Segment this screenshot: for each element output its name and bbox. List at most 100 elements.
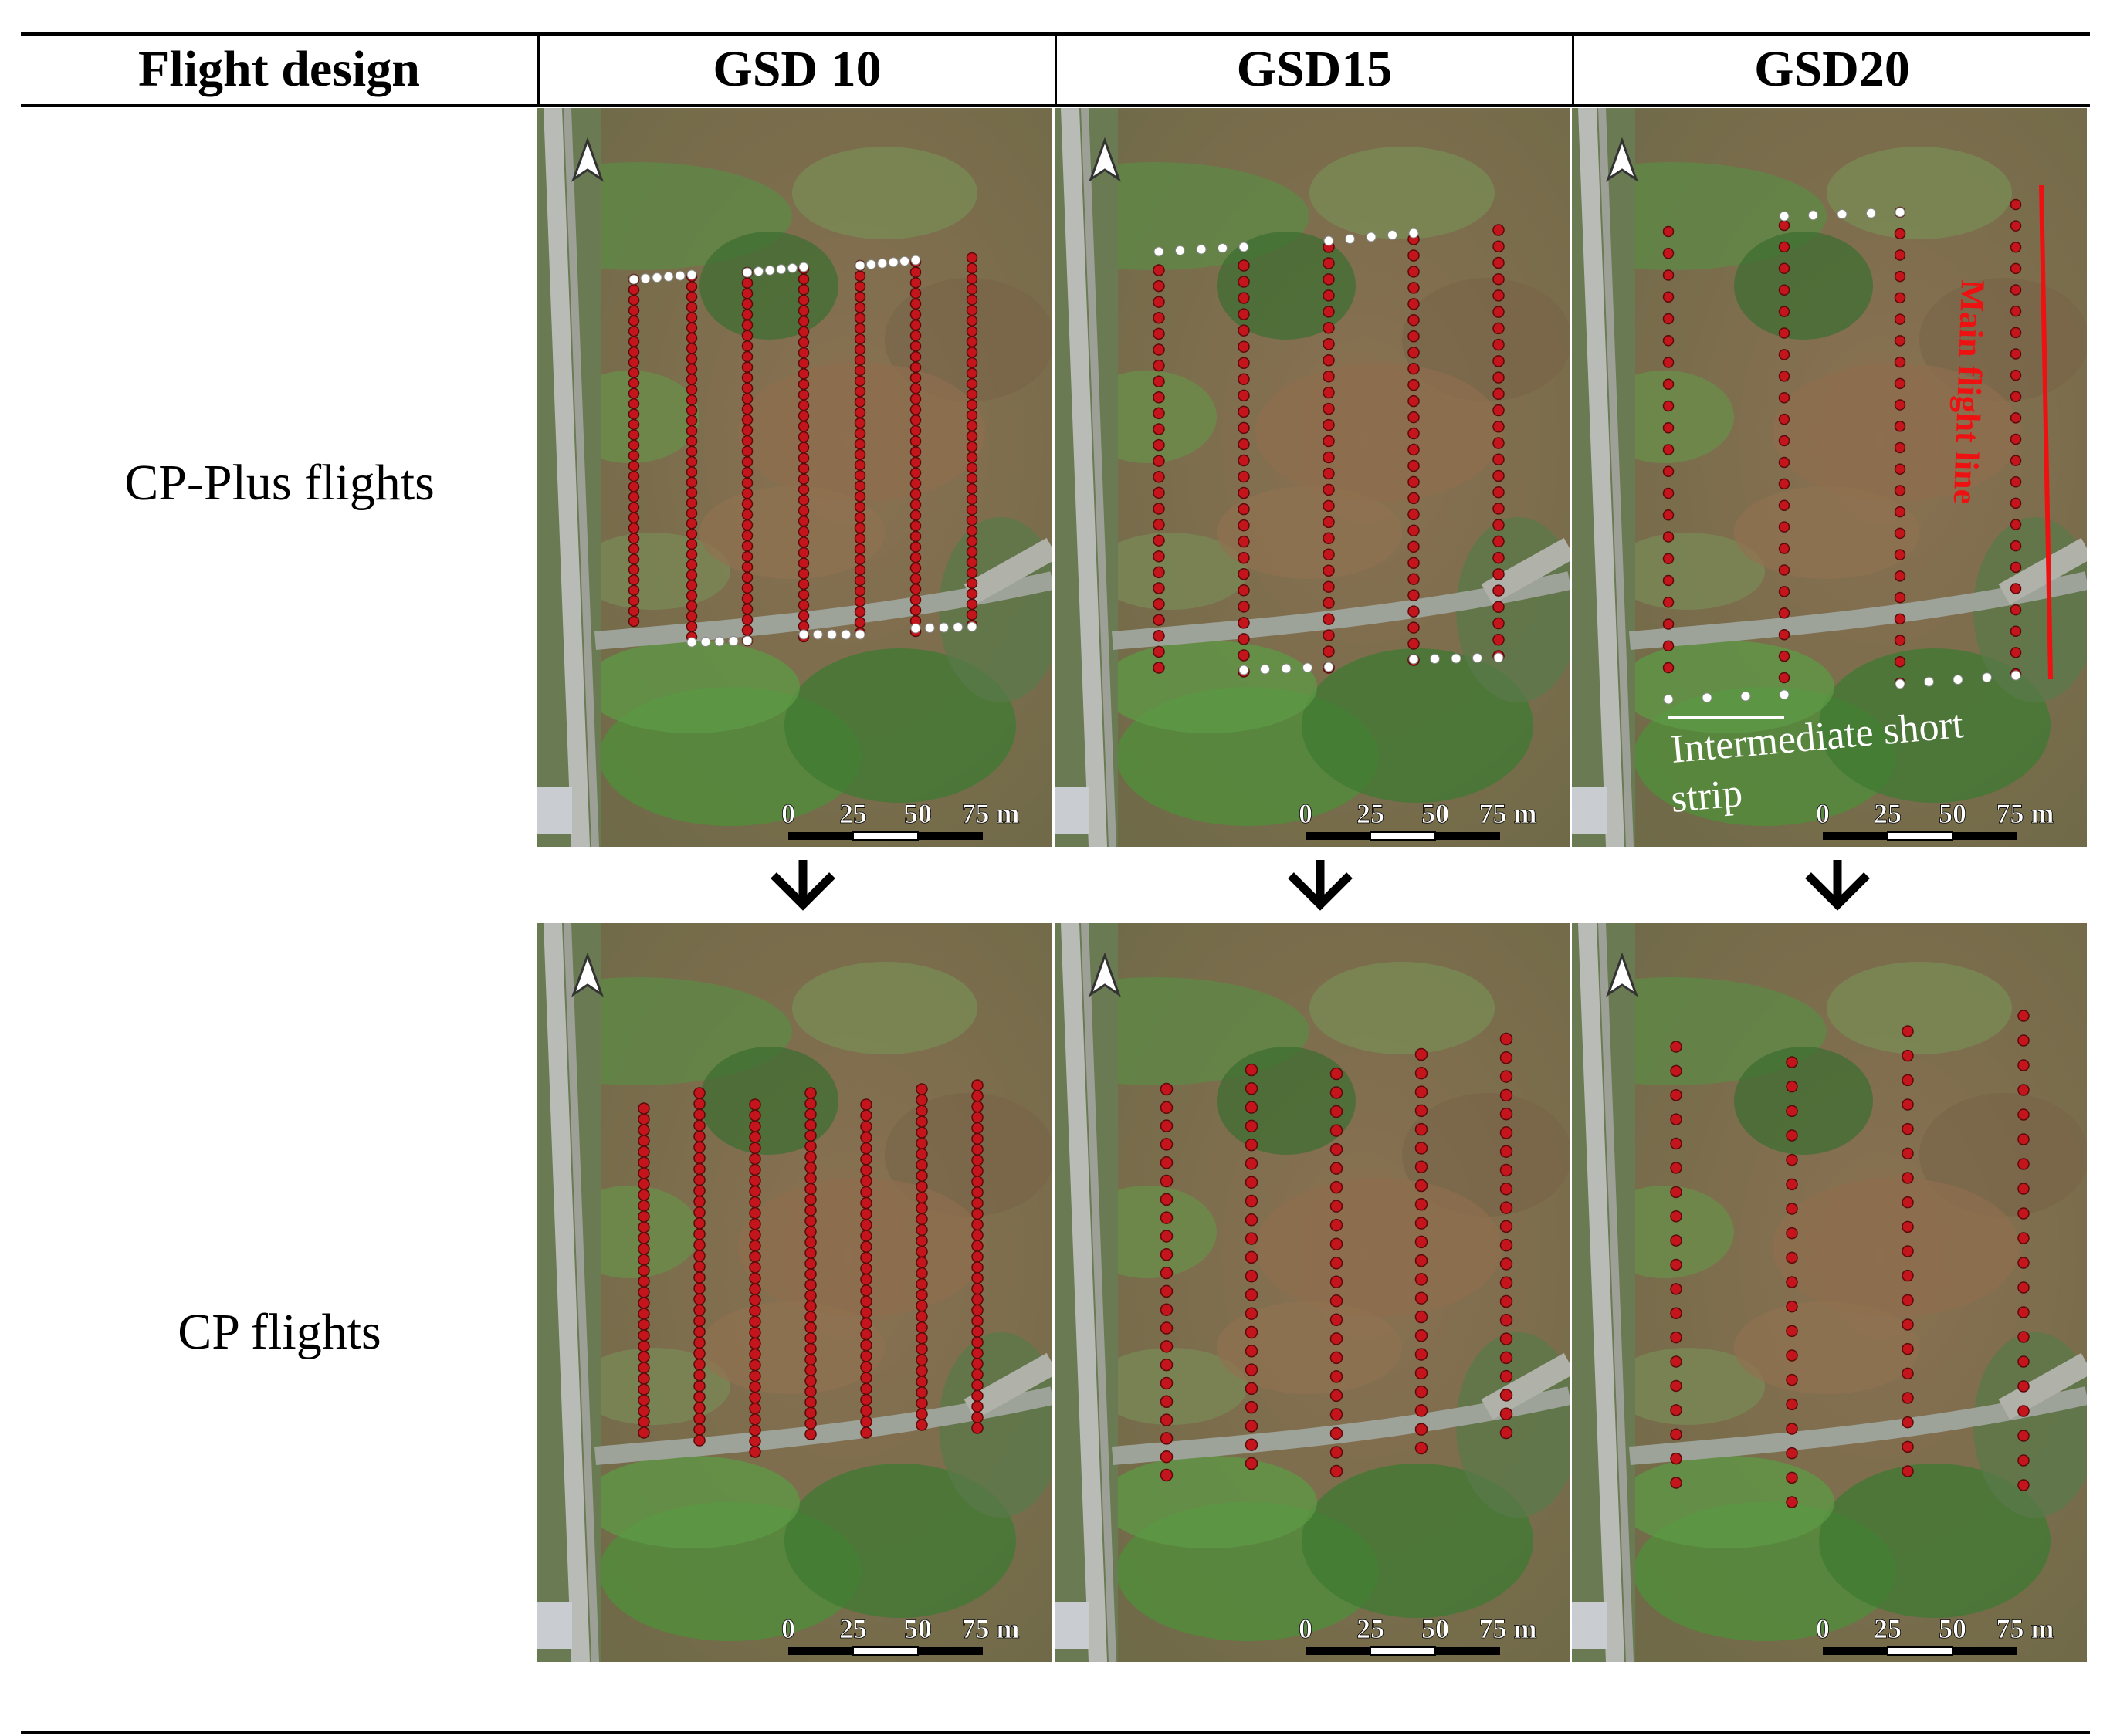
turn-point [1702,692,1712,703]
waypoint [1153,423,1165,435]
waypoint [1786,1203,1798,1215]
waypoint [971,1143,984,1156]
waypoint [1238,519,1250,532]
waypoint [1160,1082,1174,1096]
waypoint [1160,1248,1174,1261]
vegetation-patch [1734,1301,1919,1394]
waypoint [1894,485,1906,496]
waypoint [2017,1034,2030,1047]
waypoint [1329,1389,1343,1403]
waypoint [749,1283,761,1295]
waypoint [909,456,922,469]
north-arrow-icon [571,137,604,182]
waypoint [1670,1162,1682,1174]
waypoint [971,1304,984,1317]
waypoint [1786,1251,1798,1264]
waypoint [749,1305,761,1317]
waypoint [1407,346,1420,359]
waypoint [1329,1351,1343,1365]
waypoint [966,587,978,600]
waypoint [966,535,978,547]
waypoint [909,604,922,616]
turn-point [1218,243,1228,253]
waypoint [1492,503,1505,515]
waypoint [749,1217,761,1230]
waypoint [1499,1126,1513,1139]
waypoint [966,325,978,337]
waypoint [798,326,810,338]
turn-point [1472,653,1482,663]
waypoint [628,605,640,617]
waypoint [798,431,810,443]
waypoint [804,1428,817,1440]
vegetation-patch [792,962,977,1054]
waypoint [804,1193,817,1206]
waypoint [804,1118,817,1132]
waypoint [1153,279,1165,293]
vegetation-patch [1217,1301,1402,1394]
waypoint [909,488,922,500]
waypoint [804,1151,817,1163]
scalebar-segment [788,1647,853,1655]
waypoint [1492,338,1505,351]
waypoint [1778,499,1790,512]
waypoint [1329,1426,1343,1440]
scalebar-segment [852,1646,919,1656]
scalebar-label: 25 [1874,798,1902,829]
waypoint [1160,1101,1174,1115]
waypoint [909,499,922,511]
waypoint [1786,1227,1798,1240]
waypoint [854,364,866,377]
scalebar-segment [1887,831,1953,841]
waypoint [1153,407,1165,420]
waypoint [1902,1147,1914,1160]
waypoint [1153,296,1165,308]
vegetation-patch [1302,648,1533,803]
waypoint [1778,391,1790,404]
waypoint [2010,262,2022,275]
waypoint [854,480,866,492]
vegetation-patch [1217,232,1356,340]
waypoint [1499,1163,1513,1177]
waypoint [804,1172,817,1185]
header-divider-2 [1055,34,1057,105]
waypoint [798,526,810,537]
waypoint [1323,516,1335,529]
waypoint [686,466,698,478]
waypoint [1778,628,1790,641]
waypoint [1238,584,1250,597]
waypoint [1414,1273,1428,1286]
waypoint [1894,570,1906,582]
waypoint [638,1145,650,1158]
vegetation-patch [584,1456,800,1548]
waypoint [1323,483,1335,496]
waypoint [1238,454,1250,467]
waypoint [916,1321,928,1334]
turn-point [1895,678,1905,689]
waypoint [1786,1373,1798,1386]
waypoint [628,563,640,576]
waypoint [909,573,922,584]
waypoint [1160,1395,1174,1409]
waypoint [860,1416,872,1428]
waypoint [2017,1010,2030,1022]
waypoint [1160,1376,1174,1390]
turn-point [714,636,725,647]
waypoint [749,1391,761,1404]
waypoint [1329,1218,1343,1232]
waypoint [971,1293,984,1306]
waypoint [1153,630,1165,642]
waypoint [909,298,922,310]
waypoint [1329,1237,1343,1250]
waypoint [854,585,866,597]
waypoint [628,418,640,431]
waypoint [628,408,640,420]
waypoint [628,502,640,513]
waypoint [686,291,698,303]
waypoint [1492,551,1505,564]
waypoint [1778,478,1790,490]
waypoint [1407,573,1420,585]
waypoint [971,1229,984,1241]
waypoint [1670,1258,1682,1271]
